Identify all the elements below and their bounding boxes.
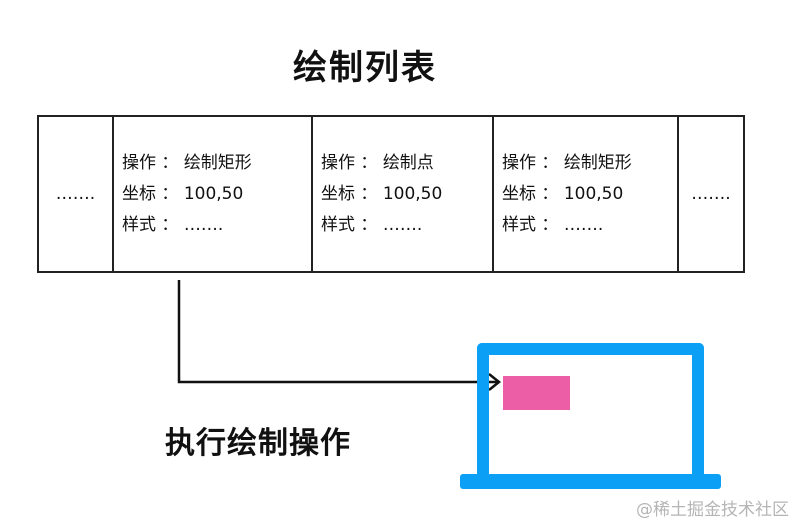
style-line: 样式 ： ……. <box>502 214 604 235</box>
style-line: 样式 ： ……. <box>321 214 423 235</box>
laptop-screen <box>477 343 704 476</box>
coord-line: 坐标 ： 100,50 <box>502 183 624 204</box>
draw-list-ellipsis-end: ……. <box>679 117 743 271</box>
coord-line: 坐标 ： 100,50 <box>321 183 443 204</box>
laptop-base <box>460 474 721 489</box>
op-line: 操作 ： 绘制矩形 <box>502 152 632 173</box>
diagram-title: 绘制列表 <box>293 48 437 88</box>
drawn-rectangle <box>503 376 570 410</box>
watermark: @稀土掘金技术社区 <box>636 500 789 520</box>
draw-list-item: 操作 ： 绘制点 坐标 ： 100,50 样式 ： ……. <box>313 117 494 271</box>
draw-list: ……. 操作 ： 绘制矩形 坐标 ： 100,50 样式 ： ……. 操作 ： … <box>37 115 745 273</box>
ellipsis-text: ……. <box>691 184 731 204</box>
draw-list-item: 操作 ： 绘制矩形 坐标 ： 100,50 样式 ： ……. <box>494 117 679 271</box>
op-line: 操作 ： 绘制点 <box>321 152 434 173</box>
draw-list-ellipsis-start: ……. <box>39 117 114 271</box>
draw-list-item: 操作 ： 绘制矩形 坐标 ： 100,50 样式 ： ……. <box>114 117 313 271</box>
style-line: 样式 ： ……. <box>122 214 224 235</box>
arrow-head-icon <box>488 373 502 391</box>
arrow-line <box>177 280 498 384</box>
coord-line: 坐标 ： 100,50 <box>122 183 244 204</box>
op-line: 操作 ： 绘制矩形 <box>122 152 252 173</box>
ellipsis-text: ……. <box>55 184 96 204</box>
action-label: 执行绘制操作 <box>165 426 351 461</box>
